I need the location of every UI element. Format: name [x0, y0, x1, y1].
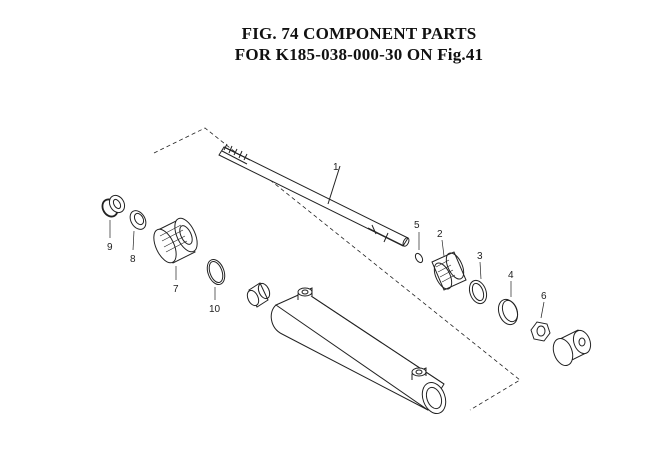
part-6-nut	[530, 301, 551, 342]
bushing	[246, 282, 271, 308]
callout-1: 1	[333, 162, 339, 173]
callout-2: 2	[437, 229, 443, 240]
callout-3: 3	[477, 251, 483, 262]
callout-9: 9	[107, 242, 113, 253]
part-8-ring	[129, 210, 147, 251]
callout-5: 5	[414, 220, 420, 231]
rod-end-eye	[552, 329, 592, 367]
callout-4: 4	[508, 270, 514, 281]
assembly-outline	[153, 127, 521, 411]
figure-title-line1: FIG. 74 COMPONENT PARTS	[241, 24, 477, 43]
part-10-o-ring	[206, 258, 226, 300]
cylinder-tube	[270, 287, 447, 414]
figure-title-line2: FOR K185-038-000-30 ON Fig.41	[234, 45, 484, 64]
leader-1	[327, 165, 341, 205]
part-7-gland	[153, 217, 198, 280]
callout-8: 8	[130, 254, 136, 265]
callout-6: 6	[541, 291, 547, 302]
part-4-wear-ring	[497, 281, 519, 326]
part-2-piston	[431, 239, 467, 291]
part-3-ring	[468, 261, 488, 305]
part-1-piston-rod	[218, 143, 410, 247]
callout-7: 7	[173, 284, 179, 295]
part-9-seal	[101, 194, 126, 238]
callout-10: 10	[209, 304, 221, 315]
part-5-o-ring	[414, 232, 424, 264]
